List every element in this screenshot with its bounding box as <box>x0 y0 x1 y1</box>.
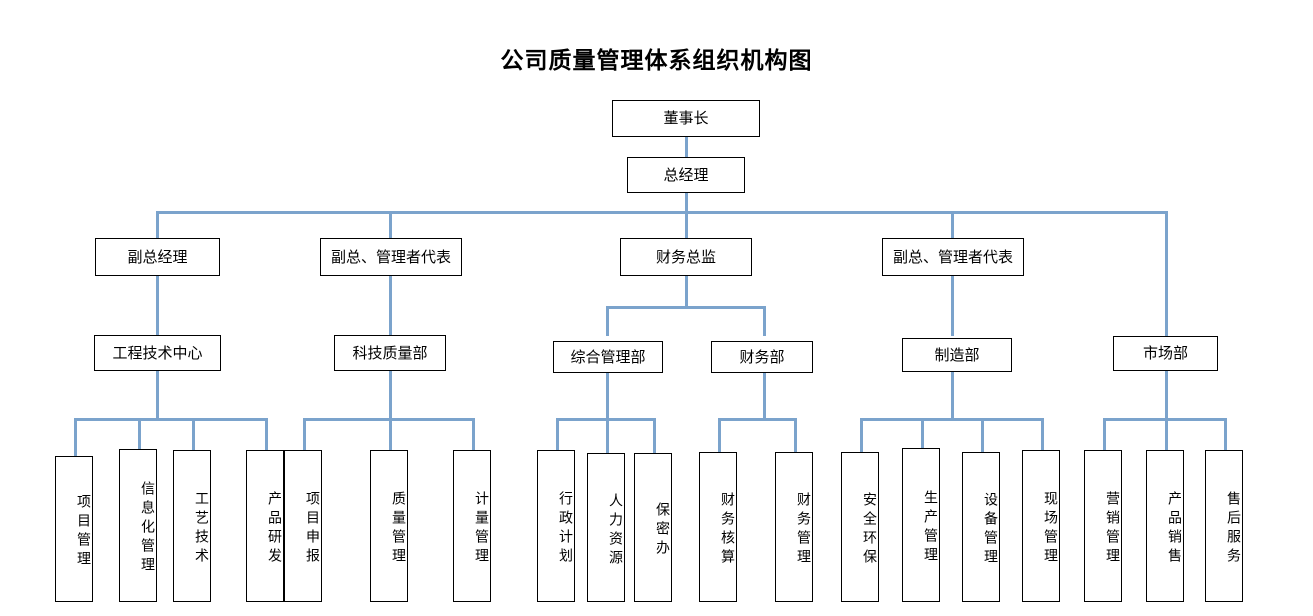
node-cfo[interactable]: 财务总监 <box>620 238 752 276</box>
connector-vgm-rep-1-tech-quality <box>389 275 392 336</box>
connector-eng-center-drop <box>156 370 159 420</box>
node-informatization-management[interactable]: 信息化管理 <box>119 449 157 602</box>
node-metrology-management[interactable]: 计量管理 <box>453 450 491 602</box>
node-engineering-technology-center[interactable]: 工程技术中心 <box>94 335 221 371</box>
node-secrecy-office[interactable]: 保密办 <box>634 453 672 602</box>
node-finance-dept[interactable]: 财务部 <box>711 341 813 373</box>
connector-tech-quality-metrology <box>472 418 475 456</box>
connector-marketing-sales-mgmt <box>1103 418 1106 456</box>
connector-manufacturing-safety-env <box>860 418 863 456</box>
connector-finance-dept-drop <box>763 370 766 420</box>
connector-tech-quality-drop <box>389 370 392 420</box>
node-production-management[interactable]: 生产管理 <box>902 448 940 602</box>
connector-marketing-prod-sales <box>1165 418 1168 456</box>
connector-tech-quality-quality-mgmt <box>389 418 392 456</box>
node-financial-accounting[interactable]: 财务核算 <box>699 452 737 602</box>
connector-manufacturing-site-mgmt <box>1041 418 1044 456</box>
connector-marketing-drop <box>1165 370 1168 420</box>
connector-bus-vgm-rep-2 <box>951 211 954 239</box>
connector-manufacturing-drop <box>951 370 954 420</box>
node-product-rd[interactable]: 产品研发 <box>246 450 284 602</box>
connector-general-admin-admin-plan <box>556 418 559 456</box>
node-administrative-planning[interactable]: 行政计划 <box>537 450 575 602</box>
page-title: 公司质量管理体系组织机构图 <box>500 48 813 74</box>
node-project-management[interactable]: 项目管理 <box>55 456 93 602</box>
connector-marketing-after-sales <box>1224 418 1227 456</box>
node-general-manager[interactable]: 总经理 <box>627 157 745 193</box>
node-technology-quality-dept[interactable]: 科技质量部 <box>334 335 446 371</box>
node-deputy-management-rep-2[interactable]: 副总、管理者代表 <box>882 238 1024 276</box>
connector-manufacturing-prod-mgmt <box>921 418 924 456</box>
connector-general-admin-drop <box>606 370 609 420</box>
connector-bus-vgm-rep-1 <box>389 211 392 239</box>
connector-general-admin-secrecy <box>653 418 656 456</box>
connector-manufacturing-equip-mgmt <box>981 418 984 456</box>
connector-main-bus <box>156 211 1168 214</box>
connector-cfo-drop <box>685 275 688 308</box>
connector-manufacturing-bus <box>860 418 1044 421</box>
node-safety-environment[interactable]: 安全环保 <box>841 452 879 602</box>
node-equipment-management[interactable]: 设备管理 <box>962 452 1000 602</box>
node-human-resources[interactable]: 人力资源 <box>587 453 625 602</box>
connector-eng-center-proj-mgmt <box>74 418 77 456</box>
connector-vgm-eng-center <box>156 275 159 336</box>
connector-bus-vgm <box>156 211 159 239</box>
node-deputy-general-manager[interactable]: 副总经理 <box>95 238 220 276</box>
connector-eng-center-prod-rd <box>265 418 268 456</box>
connector-finance-dept-bus <box>718 418 797 421</box>
node-process-technology[interactable]: 工艺技术 <box>173 450 211 602</box>
connector-cfo-bus <box>606 306 766 309</box>
connector-general-admin-hr <box>606 418 609 456</box>
connector-eng-center-bus <box>74 418 268 421</box>
node-marketing-management[interactable]: 营销管理 <box>1084 450 1122 602</box>
connector-finance-dept-fin-account <box>718 418 721 456</box>
connector-vgm-rep-2-manufacturing <box>951 275 954 336</box>
connector-gm-bus <box>685 192 688 213</box>
connector-chairman-gm <box>685 136 688 158</box>
node-site-management[interactable]: 现场管理 <box>1022 450 1060 602</box>
node-deputy-management-rep-1[interactable]: 副总、管理者代表 <box>320 238 462 276</box>
node-after-sales-service[interactable]: 售后服务 <box>1205 450 1243 602</box>
connector-eng-center-process-tech <box>192 418 195 456</box>
node-quality-management[interactable]: 质量管理 <box>370 450 408 602</box>
node-chairman[interactable]: 董事长 <box>612 100 760 137</box>
connector-bus-marketing <box>1165 211 1168 336</box>
node-financial-management[interactable]: 财务管理 <box>775 452 813 602</box>
connector-finance-dept-fin-mgmt <box>794 418 797 456</box>
connector-cfo-general-admin <box>606 306 609 336</box>
node-marketing-dept[interactable]: 市场部 <box>1113 336 1218 371</box>
node-product-sales[interactable]: 产品销售 <box>1146 450 1184 602</box>
connector-cfo-finance-dept <box>763 306 766 336</box>
node-project-application[interactable]: 项目申报 <box>284 450 322 602</box>
node-manufacturing-dept[interactable]: 制造部 <box>902 338 1012 372</box>
node-general-administration-dept[interactable]: 综合管理部 <box>553 341 663 373</box>
connector-bus-cfo <box>685 211 688 239</box>
connector-tech-quality-proj-apply <box>303 418 306 456</box>
connector-eng-center-info-mgmt <box>138 418 141 456</box>
